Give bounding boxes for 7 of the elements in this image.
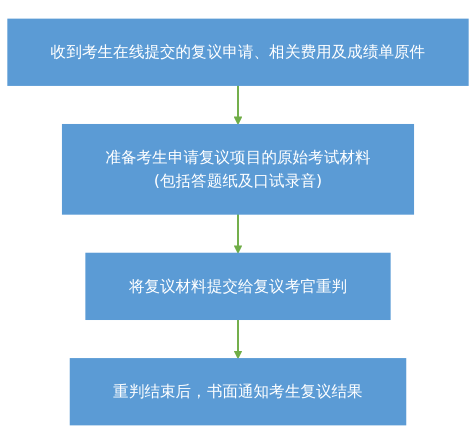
node-box — [85, 252, 391, 320]
arrow — [234, 320, 242, 359]
arrow — [234, 85, 242, 125]
node-box — [62, 124, 414, 215]
node-box — [7, 18, 469, 86]
arrow — [234, 214, 242, 254]
node-box — [70, 358, 406, 426]
